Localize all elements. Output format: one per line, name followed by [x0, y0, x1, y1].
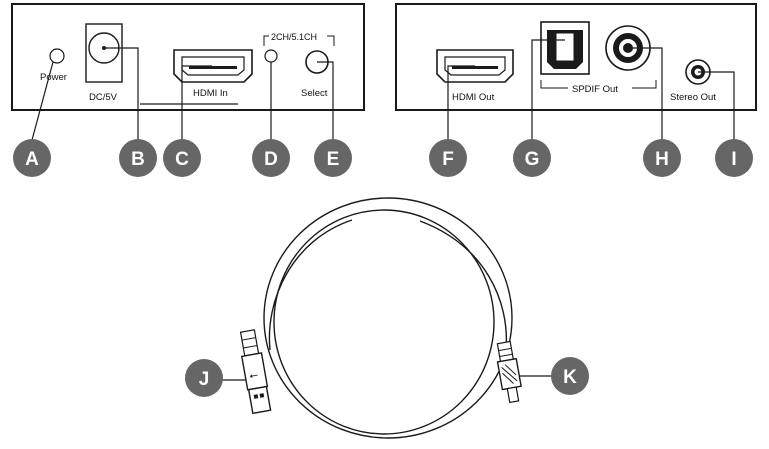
- dc-label: DC/5V: [89, 92, 118, 103]
- callout-f: F: [429, 139, 467, 177]
- svg-text:⭠: ⭠: [248, 369, 259, 382]
- svg-text:C: C: [175, 149, 189, 170]
- usb-cable: [263, 197, 513, 439]
- callout-badges: A B C D E F G H: [13, 139, 753, 397]
- callout-e: E: [314, 139, 352, 177]
- svg-text:K: K: [563, 367, 577, 388]
- callout-j: J: [185, 359, 223, 397]
- svg-text:F: F: [442, 149, 454, 170]
- callout-d: D: [252, 139, 290, 177]
- spdif-label: SPDIF Out: [572, 84, 618, 95]
- power-led: [49, 48, 65, 64]
- callout-k: K: [551, 357, 589, 395]
- svg-text:I: I: [731, 149, 736, 170]
- svg-text:H: H: [655, 149, 669, 170]
- hdmi-in-label: HDMI In: [193, 88, 228, 99]
- mode-label: 2CH/5.1CH: [271, 32, 317, 42]
- leader-lines: [31, 39, 735, 381]
- callout-a: A: [13, 139, 51, 177]
- usb-a-connector: ⭠: [239, 329, 272, 415]
- cable-coil-inner: [273, 209, 495, 435]
- mode-led: [264, 49, 278, 63]
- svg-text:E: E: [327, 149, 340, 170]
- left-panel: Power DC/5V HDMI In 2CH/5.1CH Select: [11, 3, 365, 111]
- select-label: Select: [301, 88, 328, 99]
- hdmi-out-label: HDMI Out: [452, 92, 495, 103]
- svg-text:A: A: [25, 149, 39, 170]
- usb-power-connector: [496, 340, 522, 404]
- svg-text:J: J: [199, 369, 210, 390]
- svg-text:B: B: [131, 149, 145, 170]
- svg-text:D: D: [264, 149, 278, 170]
- stereo-out-label: Stereo Out: [670, 92, 716, 103]
- right-panel: HDMI Out SPDIF Out Stereo Out: [395, 3, 757, 111]
- power-label: Power: [40, 72, 67, 83]
- cable-coil-outer: [263, 197, 513, 439]
- callout-h: H: [643, 139, 681, 177]
- callout-g: G: [513, 139, 551, 177]
- callout-i: I: [715, 139, 753, 177]
- svg-text:G: G: [525, 149, 540, 170]
- callout-b: B: [119, 139, 157, 177]
- callout-c: C: [163, 139, 201, 177]
